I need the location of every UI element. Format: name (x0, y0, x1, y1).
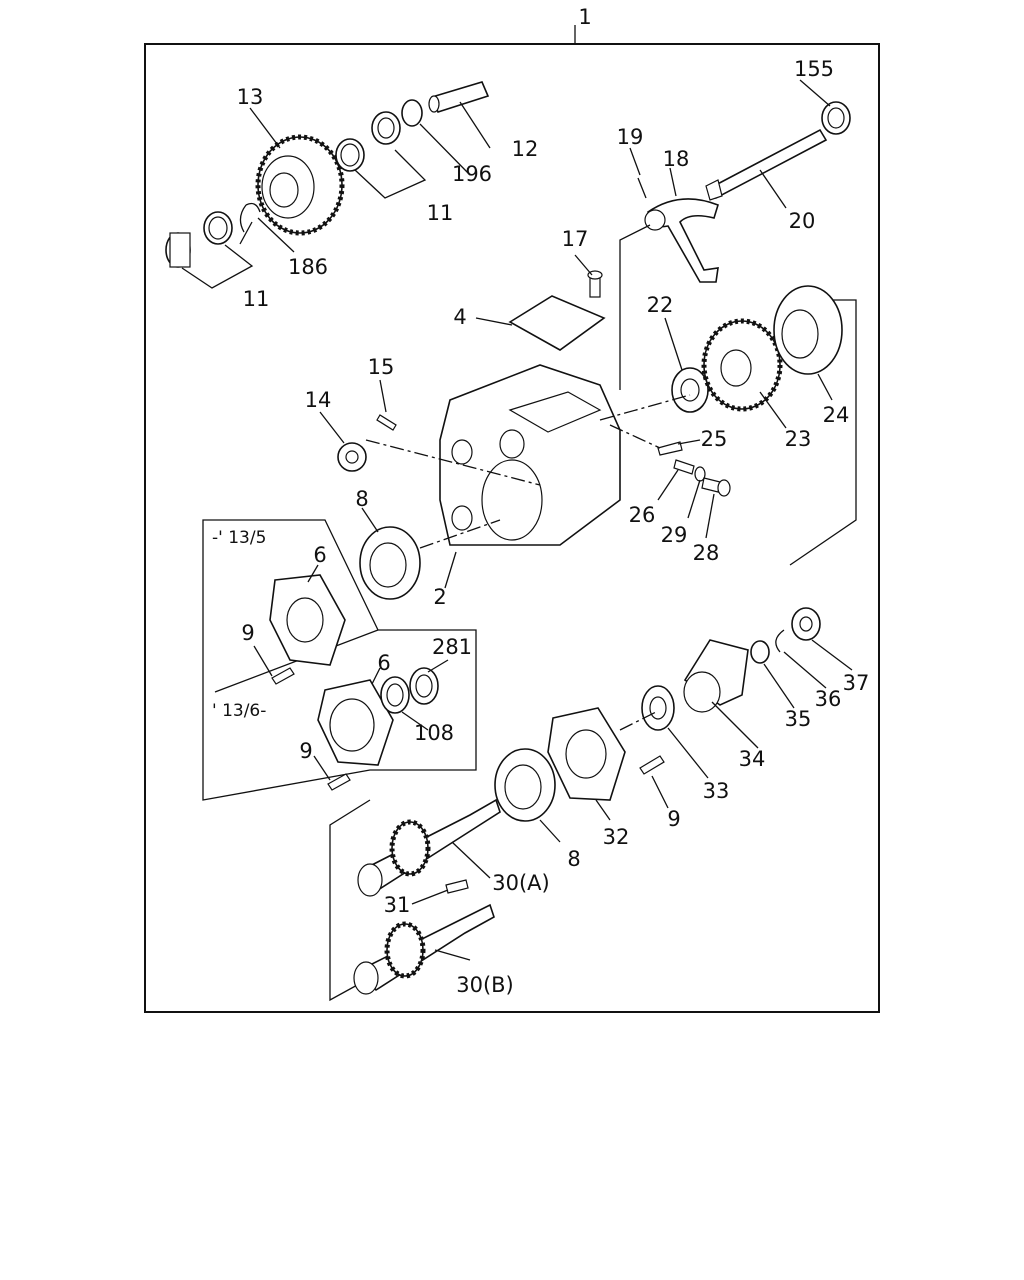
key-31 (445, 879, 469, 894)
snap-ring-186 (239, 202, 261, 233)
callout-32: 32 (603, 825, 630, 849)
pin-12 (428, 81, 490, 113)
callout-18: 18 (663, 147, 690, 171)
seal-33 (641, 685, 675, 731)
callout-28: 28 (693, 541, 720, 565)
housing-2 (439, 364, 621, 546)
bolt-9-new (327, 773, 351, 791)
callout-14: 14 (305, 388, 332, 412)
callout-196: 196 (452, 162, 492, 186)
callout-281: 281 (432, 635, 472, 659)
flange-6-new (317, 679, 394, 766)
bearing-8-upper (359, 526, 421, 600)
callout-1: 1 (578, 5, 591, 29)
shaft-30b (353, 903, 495, 995)
bolt-9-lower (639, 755, 665, 775)
callout-22: 22 (647, 293, 674, 317)
bearing-8-lower (494, 748, 556, 822)
variant-box (202, 519, 477, 801)
screw-26 (673, 459, 695, 475)
callout-23: 23 (785, 427, 812, 451)
pin-19 (637, 177, 647, 199)
callout-186: 186 (288, 255, 328, 279)
washer-22 (671, 367, 709, 413)
gear-23 (701, 318, 783, 412)
callout-8-lower: 8 (567, 847, 580, 871)
callout-31: 31 (384, 893, 411, 917)
variant-note-after: ' 13/6- (212, 701, 266, 721)
diagram-frame (144, 43, 880, 1013)
seal-108 (380, 676, 410, 714)
callout-13: 13 (237, 85, 264, 109)
bushing-155 (821, 101, 851, 135)
callout-37: 37 (843, 671, 870, 695)
gear-13 (255, 134, 345, 236)
ring-36 (775, 629, 785, 653)
shaft-20 (705, 128, 828, 201)
callout-19: 19 (617, 125, 644, 149)
housing-34 (683, 639, 749, 713)
callout-30b: 30(B) (456, 973, 514, 997)
callout-9-old: 9 (241, 621, 254, 645)
leader-lines (181, 79, 853, 961)
callout-6-old: 6 (313, 543, 326, 567)
callout-11-left: 11 (243, 287, 270, 311)
callout-4: 4 (453, 305, 466, 329)
bearing-11-right (335, 111, 401, 172)
shift-fork-18 (644, 198, 719, 283)
callout-26: 26 (629, 503, 656, 527)
callout-29: 29 (661, 523, 688, 547)
callout-6-new: 6 (377, 651, 390, 675)
ring-196 (401, 99, 423, 127)
callout-30a: 30(A) (492, 871, 549, 895)
washer-35 (750, 640, 770, 664)
callout-9-lower: 9 (667, 807, 680, 831)
nut-37 (791, 607, 821, 641)
callout-35: 35 (785, 707, 812, 731)
callout-12: 12 (512, 137, 539, 161)
callout-33: 33 (703, 779, 730, 803)
callout-8-upper: 8 (355, 487, 368, 511)
callout-9-new: 9 (299, 739, 312, 763)
callout-155: 155 (794, 57, 834, 81)
flange-6-old (269, 574, 346, 666)
callout-25: 25 (701, 427, 728, 451)
callout-34: 34 (739, 747, 766, 771)
callout-20: 20 (789, 209, 816, 233)
pin-25 (657, 441, 683, 456)
bolt-28 (701, 477, 731, 497)
shaft-30a (357, 798, 501, 897)
flange-32 (547, 707, 626, 801)
cover-4 (508, 295, 606, 351)
callout-2: 2 (433, 585, 446, 609)
callout-15: 15 (368, 355, 395, 379)
bolt-9-old (271, 667, 295, 685)
sleeve-24 (773, 285, 843, 375)
seal-281 (409, 667, 439, 705)
pin-15 (376, 414, 397, 431)
callout-24: 24 (823, 403, 850, 427)
bearing-11-left (165, 211, 233, 268)
callout-36: 36 (815, 687, 842, 711)
washer-14 (337, 442, 367, 472)
callout-108: 108 (414, 721, 454, 745)
callout-11-right: 11 (427, 201, 454, 225)
bolt-17 (587, 270, 603, 298)
callout-17: 17 (562, 227, 589, 251)
variant-note-before: -' 13/5 (212, 528, 266, 548)
